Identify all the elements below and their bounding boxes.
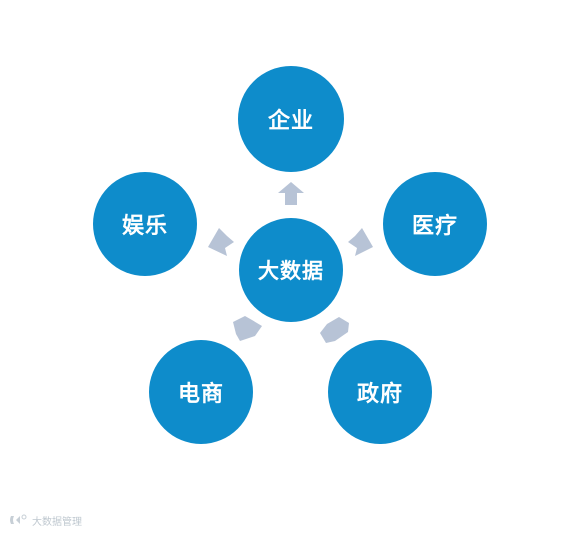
watermark-text: 大数据管理 [32,516,82,528]
arrow-to-government [320,317,349,343]
arrow-to-medical [348,228,373,256]
node-government: 政府 [328,340,432,444]
node-entertainment: 娱乐 [93,172,197,276]
node-medical: 医疗 [383,172,487,276]
arrow-to-ecommerce [233,316,262,341]
watermark-logo-icon [10,514,27,524]
node-ecommerce: 电商 [149,340,253,444]
arrow-to-entertainment [208,228,234,256]
node-big-data: 大数据 [239,218,343,322]
node-enterprise-label: 企业 [267,109,314,134]
node-medical-label: 医疗 [411,214,458,239]
node-ecommerce-label: 电商 [177,382,224,407]
watermark: 大数据管理 [8,512,82,528]
node-enterprise: 企业 [238,66,344,172]
node-government-label: 政府 [356,382,403,407]
node-entertainment-label: 娱乐 [121,214,168,239]
node-big-data-label: 大数据 [258,259,324,283]
arrow-to-enterprise [278,182,304,205]
